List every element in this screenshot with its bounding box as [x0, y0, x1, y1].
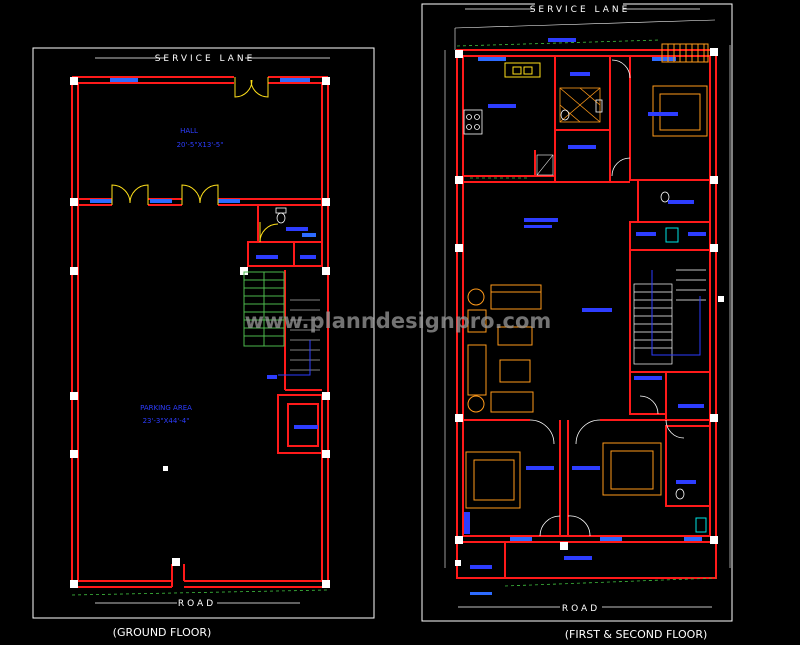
ground-doors [111, 77, 279, 243]
ground-small-room-tags [256, 227, 318, 429]
upper-service-lane-label: SERVICE LANE [530, 5, 631, 15]
upper-doors [529, 59, 685, 537]
ground-hall-dims: 20'-5"X13'-5" [177, 141, 224, 149]
ground-wc-fixture [275, 207, 287, 224]
upper-columns [455, 48, 724, 566]
upper-stairs [633, 269, 706, 365]
upper-kitchen-stairs-mark [536, 154, 554, 176]
ground-parking-label: PARKING AREA [140, 404, 192, 412]
upper-bed-right [602, 442, 662, 496]
upper-kitchen-fixtures [504, 62, 541, 78]
ground-columns [70, 77, 330, 588]
upper-bed-top [652, 85, 708, 137]
watermark-text: www.planndesignpro.com [245, 309, 552, 333]
upper-windows [470, 57, 702, 595]
ground-windows [90, 78, 316, 237]
ground-road-label: ROAD [178, 599, 216, 609]
upper-bed-left [465, 451, 521, 509]
ground-hall-label: HALL [180, 127, 198, 135]
ground-stairs-upper [278, 299, 320, 376]
upper-floor-caption: (FIRST & SECOND FLOOR) [565, 628, 708, 641]
upper-room-tags [464, 38, 706, 569]
ground-stairs [243, 271, 285, 347]
upper-utility-hatch [559, 87, 601, 123]
upper-living-furniture [467, 284, 542, 413]
upper-walls [456, 49, 717, 579]
ground-parking-dims: 23'-3"X44'-4" [143, 417, 190, 425]
ground-floor-plan: SERVICE LANE [32, 47, 375, 639]
ground-service-lane-label: SERVICE LANE [155, 54, 256, 64]
ground-boundary-line [71, 589, 329, 596]
upper-floor-plan: SERVICE LANE [421, 2, 733, 641]
ground-floor-frame [32, 47, 375, 619]
upper-balcony [661, 43, 709, 63]
upper-hob [463, 109, 483, 135]
upper-basins [665, 227, 707, 533]
upper-road-label: ROAD [562, 604, 600, 614]
upper-dimension-lines [444, 19, 731, 568]
upper-boundary-lines [456, 39, 717, 587]
upper-wc-fixtures [560, 99, 685, 500]
ground-floor-caption: (GROUND FLOOR) [113, 626, 212, 639]
